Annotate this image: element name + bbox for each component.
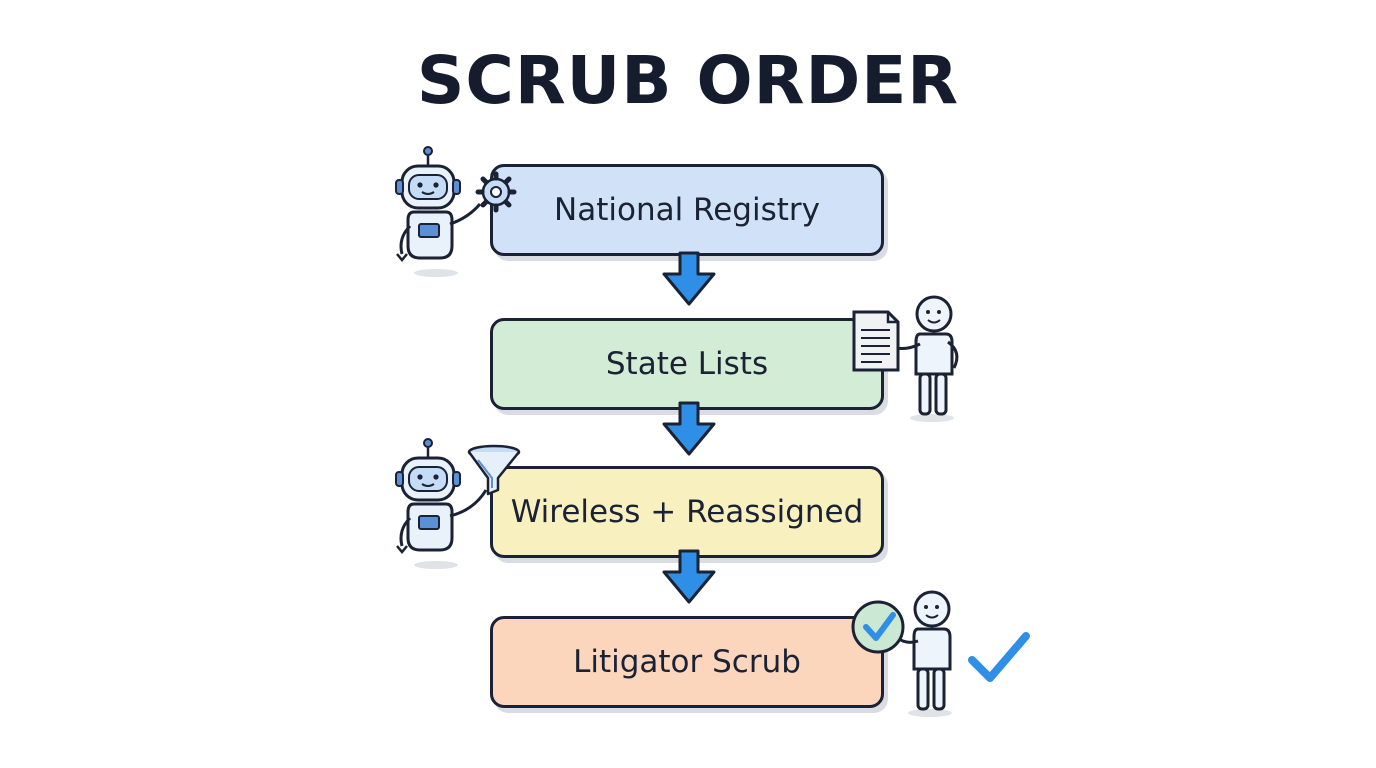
arrow-down-icon: [662, 401, 716, 456]
step-label: Litigator Scrub: [573, 644, 801, 680]
robot-funnel-icon: [395, 438, 521, 569]
arrow-down-icon: [662, 251, 716, 306]
step-litigator-scrub: Litigator Scrub: [490, 616, 884, 708]
step-national-registry: National Registry: [490, 164, 884, 256]
arrow-down-icon: [662, 549, 716, 604]
person-document-icon: [852, 295, 959, 422]
robot-gear-icon: [395, 146, 517, 277]
person-check-icon: [851, 590, 952, 717]
step-state-lists: State Lists: [490, 318, 884, 410]
step-label: National Registry: [554, 192, 820, 228]
step-label: Wireless + Reassigned: [510, 494, 864, 530]
step-label: State Lists: [605, 346, 769, 382]
step-wireless-reassigned: Wireless + Reassigned: [490, 466, 884, 558]
checkmark-icon: [968, 632, 1030, 682]
diagram-title: SCRUB ORDER: [416, 42, 960, 119]
